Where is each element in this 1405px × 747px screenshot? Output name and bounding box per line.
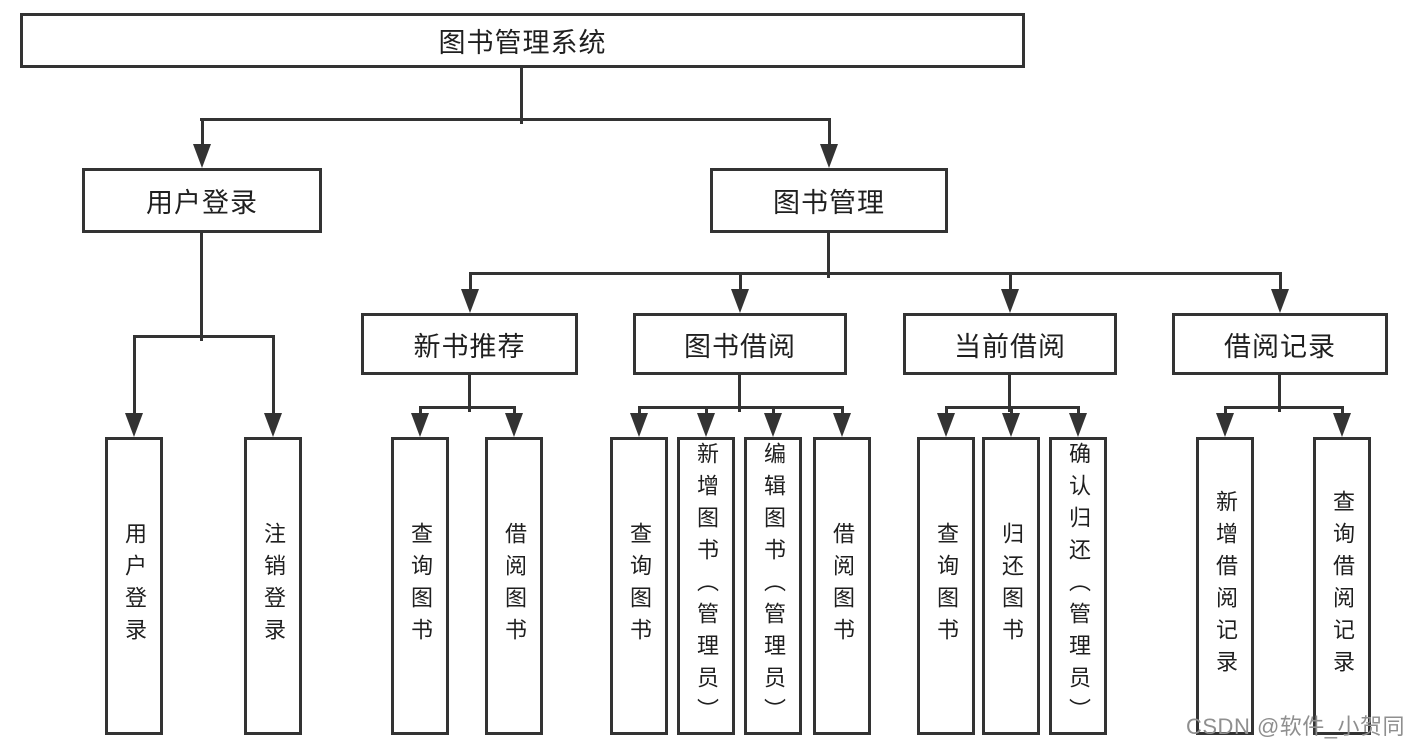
arrowhead-down-icon xyxy=(264,413,282,437)
leaf-query-book-borrowing: 查询图书 xyxy=(610,437,668,735)
arrowhead-down-icon xyxy=(1001,289,1019,313)
arrowhead-down-icon xyxy=(630,413,648,437)
connector-arrow-line xyxy=(1008,272,1012,289)
connector-arrow-line xyxy=(1278,272,1282,289)
arrowhead-down-icon xyxy=(1002,413,1020,437)
leaf-user-login: 用户登录 xyxy=(105,437,163,735)
connector-arrow-line xyxy=(418,406,422,413)
leaf-edit-book-admin: 编辑图书（管理员） xyxy=(744,437,802,735)
connector-line xyxy=(1223,406,1344,409)
connector-line xyxy=(418,406,516,409)
leaf-add-book-admin: 新增图书（管理员） xyxy=(677,437,735,735)
connector-arrow-line xyxy=(840,406,844,413)
connector-arrow-line xyxy=(271,335,275,413)
node-root-library-management-system: 图书管理系统 xyxy=(20,13,1025,68)
connector-arrow-line xyxy=(827,118,831,144)
node-borrowing-records: 借阅记录 xyxy=(1172,313,1388,375)
connector-line xyxy=(519,68,523,124)
csdn-watermark: CSDN @软件_小贺同学 xyxy=(1186,714,1405,739)
arrowhead-down-icon xyxy=(1271,289,1289,313)
connector-line xyxy=(826,233,830,278)
arrowhead-down-icon xyxy=(937,413,955,437)
connector-arrow-line xyxy=(200,118,204,144)
connector-arrow-line xyxy=(512,406,516,413)
leaf-add-borrow-record: 新增借阅记录 xyxy=(1196,437,1254,735)
connector-arrow-line xyxy=(1223,406,1227,413)
arrowhead-down-icon xyxy=(697,413,715,437)
arrowhead-down-icon xyxy=(125,413,143,437)
node-book-borrowing: 图书借阅 xyxy=(633,313,847,375)
arrowhead-down-icon xyxy=(411,413,429,437)
connector-line xyxy=(468,272,1282,275)
connector-line xyxy=(637,406,844,409)
connector-arrow-line xyxy=(468,272,472,289)
leaf-return-book: 归还图书 xyxy=(982,437,1040,735)
connector-line xyxy=(737,375,741,412)
arrowhead-down-icon xyxy=(1216,413,1234,437)
connector-arrow-line xyxy=(704,406,708,413)
connector-line xyxy=(199,118,831,121)
arrowhead-down-icon xyxy=(764,413,782,437)
node-new-book-recommend: 新书推荐 xyxy=(361,313,578,375)
leaf-query-book-recommend: 查询图书 xyxy=(391,437,449,735)
connector-arrow-line xyxy=(1076,406,1080,413)
arrowhead-down-icon xyxy=(833,413,851,437)
connector-line xyxy=(1277,375,1281,412)
arrowhead-down-icon xyxy=(461,289,479,313)
arrowhead-down-icon xyxy=(820,144,838,168)
connector-line xyxy=(199,233,203,341)
connector-arrow-line xyxy=(771,406,775,413)
arrowhead-down-icon xyxy=(731,289,749,313)
leaf-borrow-book-borrowing: 借阅图书 xyxy=(813,437,871,735)
connector-arrow-line xyxy=(132,335,136,413)
connector-arrow-line xyxy=(1340,406,1344,413)
leaf-confirm-return-admin: 确认归还（管理员） xyxy=(1049,437,1107,735)
arrowhead-down-icon xyxy=(1333,413,1351,437)
node-book-management-branch: 图书管理 xyxy=(710,168,948,233)
node-user-login-branch: 用户登录 xyxy=(82,168,322,233)
connector-arrow-line xyxy=(637,406,641,413)
arrowhead-down-icon xyxy=(505,413,523,437)
leaf-logout: 注销登录 xyxy=(244,437,302,735)
connector-arrow-line xyxy=(944,406,948,413)
connector-line xyxy=(132,335,275,338)
leaf-query-book-current: 查询图书 xyxy=(917,437,975,735)
leaf-borrow-book-recommend: 借阅图书 xyxy=(485,437,543,735)
connector-arrow-line xyxy=(1009,406,1013,413)
connector-arrow-line xyxy=(738,272,742,289)
connector-line xyxy=(467,375,471,412)
connector-line xyxy=(1007,375,1011,412)
arrowhead-down-icon xyxy=(193,144,211,168)
node-current-borrowing: 当前借阅 xyxy=(903,313,1117,375)
arrowhead-down-icon xyxy=(1069,413,1087,437)
leaf-query-borrow-record: 查询借阅记录 xyxy=(1313,437,1371,735)
